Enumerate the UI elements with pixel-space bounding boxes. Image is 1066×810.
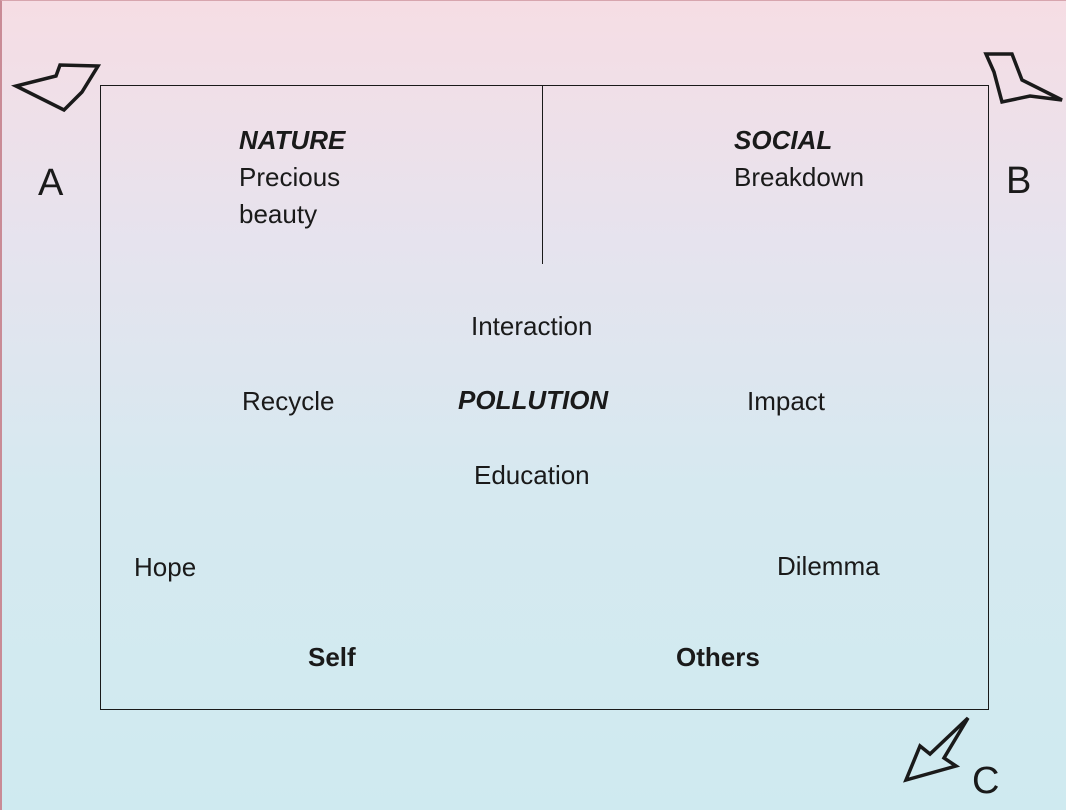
lower-right-label: Dilemma: [777, 551, 880, 581]
arrow-a-icon: [10, 63, 102, 113]
nature-line-2: beauty: [239, 199, 318, 229]
corner-label-b: B: [1006, 160, 1032, 202]
center-top-label: Interaction: [471, 311, 593, 341]
bottom-right-label: Others: [676, 642, 760, 672]
center-main-label: POLLUTION: [458, 385, 609, 415]
diagram-frame: [100, 85, 989, 710]
social-line-1: Breakdown: [734, 162, 865, 192]
arrow-c-icon: [903, 716, 970, 783]
social-heading: SOCIAL: [734, 125, 833, 155]
lower-left-label: Hope: [134, 552, 197, 582]
nature-heading: NATURE: [239, 125, 346, 155]
nature-line-1: Precious: [239, 162, 341, 192]
corner-label-a: A: [38, 162, 64, 204]
bottom-left-label: Self: [308, 642, 356, 672]
center-bottom-label: Education: [474, 460, 590, 490]
center-right-label: Impact: [747, 386, 826, 416]
corner-label-c: C: [972, 760, 1000, 802]
top-divider-line: [542, 86, 543, 264]
arrow-b-icon: [983, 52, 1063, 105]
center-left-label: Recycle: [242, 386, 335, 416]
